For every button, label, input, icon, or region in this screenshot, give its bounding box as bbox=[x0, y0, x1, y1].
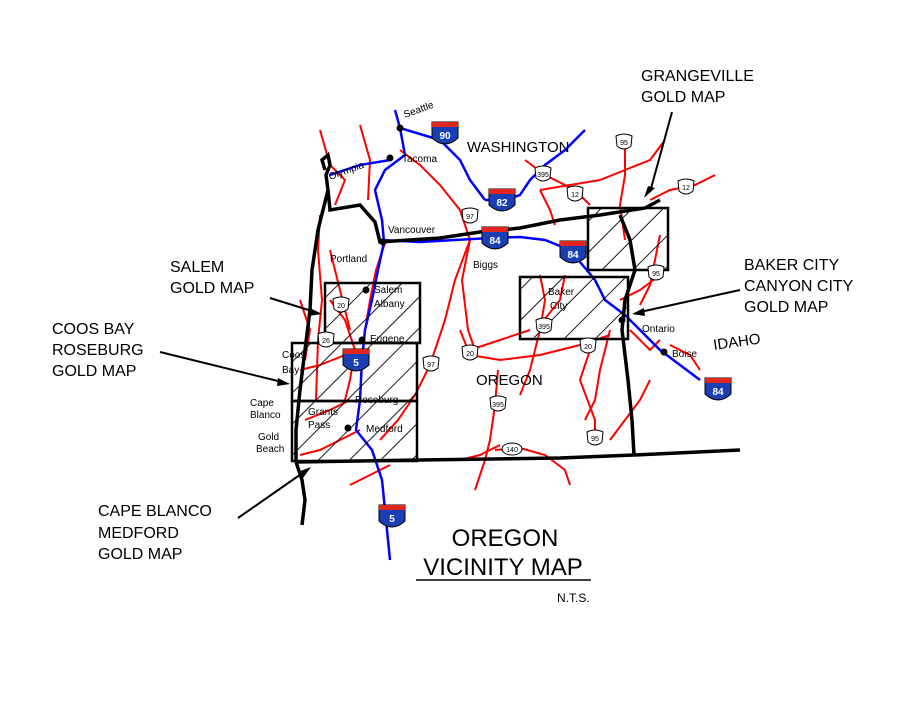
us-route-shield: 20 bbox=[461, 344, 479, 361]
city-portland: Portland bbox=[330, 254, 367, 265]
callout-salem-line1: SALEM bbox=[170, 259, 224, 276]
city-gold-beach-1: Gold bbox=[258, 432, 279, 443]
svg-text:395: 395 bbox=[537, 172, 549, 179]
salem-gold-map-region bbox=[323, 281, 422, 345]
city-grants-pass-2: Pass bbox=[308, 420, 330, 431]
svg-text:84: 84 bbox=[489, 236, 501, 247]
us-route-shields: 95 12 395 12 97 95 20 395 26 20 97 20 39… bbox=[317, 133, 695, 456]
interstate-shields: 90 82 84 84 84 5 5 bbox=[342, 121, 732, 528]
map-title-line2: VICINITY MAP bbox=[423, 554, 583, 581]
us-route-shield: 97 bbox=[422, 355, 440, 372]
svg-text:95: 95 bbox=[591, 436, 599, 443]
scale-note: N.T.S. bbox=[557, 591, 590, 605]
city-dots bbox=[344, 124, 668, 432]
svg-text:140: 140 bbox=[506, 447, 518, 454]
city-olympia: Olympia bbox=[327, 160, 366, 183]
svg-text:97: 97 bbox=[427, 362, 435, 369]
us-route-shield: 395 bbox=[489, 395, 507, 412]
svg-text:5: 5 bbox=[353, 358, 359, 369]
svg-text:20: 20 bbox=[466, 351, 474, 358]
grangeville-gold-map-region bbox=[586, 206, 670, 272]
city-grants-pass-1: Grants bbox=[308, 407, 338, 418]
callout-coos-bay-line1: COOS BAY bbox=[52, 321, 135, 338]
gold-map-regions bbox=[290, 206, 670, 463]
svg-text:395: 395 bbox=[492, 402, 504, 409]
us-route-shield: 20 bbox=[579, 337, 597, 354]
us-route-oval-140: 140 bbox=[501, 442, 523, 456]
us-route-shield: 395 bbox=[535, 317, 553, 334]
callout-baker-city-line2: CANYON CITY bbox=[744, 278, 854, 295]
city-vancouver: Vancouver bbox=[388, 225, 436, 236]
city-coos-bay-1: Coos bbox=[282, 350, 305, 361]
city-labels: Seattle Tacoma Olympia Vancouver Portlan… bbox=[250, 100, 697, 455]
callout-grangeville-line2: GOLD MAP bbox=[641, 89, 725, 106]
city-boise: Boise bbox=[672, 349, 697, 360]
svg-text:95: 95 bbox=[652, 271, 660, 278]
interstate-5-shield-south: 5 bbox=[378, 504, 406, 528]
city-salem: Salem bbox=[374, 285, 402, 296]
state-idaho: IDAHO bbox=[712, 331, 761, 354]
interstate-82-shield: 82 bbox=[488, 188, 516, 212]
city-medford: Medford bbox=[366, 424, 403, 435]
city-gold-beach-2: Beach bbox=[256, 444, 284, 455]
svg-text:90: 90 bbox=[439, 131, 451, 142]
callout-grangeville-line1: GRANGEVILLE bbox=[641, 68, 754, 85]
callout-cape-blanco-line1: CAPE BLANCO bbox=[98, 503, 212, 520]
svg-text:84: 84 bbox=[567, 250, 579, 261]
svg-text:84: 84 bbox=[712, 387, 724, 398]
svg-text:20: 20 bbox=[584, 344, 592, 351]
svg-text:20: 20 bbox=[337, 303, 345, 310]
city-coos-bay-2: Bay bbox=[282, 365, 299, 376]
callout-labels: GRANGEVILLE GOLD MAP SALEM GOLD MAP COOS… bbox=[52, 68, 854, 563]
svg-text:82: 82 bbox=[496, 198, 508, 209]
us-route-shield: 20 bbox=[332, 296, 350, 313]
us-route-shield: 12 bbox=[566, 185, 584, 202]
callout-cape-blanco-line3: GOLD MAP bbox=[98, 546, 182, 563]
city-baker-city-1: Baker bbox=[548, 287, 575, 298]
interstate-84-shield-east: 84 bbox=[559, 240, 587, 264]
city-cape-blanco-1: Cape bbox=[250, 398, 274, 409]
svg-text:12: 12 bbox=[571, 192, 579, 199]
us-route-shield: 26 bbox=[317, 331, 335, 348]
svg-text:26: 26 bbox=[322, 338, 330, 345]
svg-text:12: 12 bbox=[682, 185, 690, 192]
city-eugene: Eugene bbox=[370, 334, 405, 345]
callout-baker-city-line3: GOLD MAP bbox=[744, 299, 828, 316]
callout-baker-city-line1: BAKER CITY bbox=[744, 257, 839, 274]
callout-arrows bbox=[159, 111, 741, 519]
us-route-shield: 95 bbox=[647, 264, 665, 281]
title-block: OREGON VICINITY MAP N.T.S. bbox=[416, 525, 591, 605]
interstate-84-shield-biggs: 84 bbox=[481, 226, 509, 250]
callout-coos-bay-line3: GOLD MAP bbox=[52, 363, 136, 380]
svg-text:97: 97 bbox=[466, 214, 474, 221]
city-ontario: Ontario bbox=[642, 324, 675, 335]
state-washington: WASHINGTON bbox=[467, 139, 570, 156]
state-labels: WASHINGTON OREGON IDAHO bbox=[467, 139, 762, 389]
us-route-shield: 395 bbox=[534, 165, 552, 182]
city-roseburg: Roseburg bbox=[355, 395, 398, 406]
map-title-line1: OREGON bbox=[452, 525, 559, 552]
callout-salem-line2: GOLD MAP bbox=[170, 280, 254, 297]
us-route-shield: 95 bbox=[615, 133, 633, 150]
callout-cape-blanco-line2: MEDFORD bbox=[98, 525, 179, 542]
cape-blanco-gold-map-region bbox=[290, 399, 419, 463]
city-baker-city-2: City bbox=[550, 301, 567, 312]
city-biggs: Biggs bbox=[473, 260, 498, 271]
city-cape-blanco-2: Blanco bbox=[250, 410, 281, 421]
state-oregon: OREGON bbox=[476, 372, 543, 389]
svg-text:95: 95 bbox=[620, 140, 628, 147]
us-route-shield: 97 bbox=[461, 207, 479, 224]
interstate-5-shield-eugene: 5 bbox=[342, 348, 370, 372]
us-route-shield: 12 bbox=[677, 178, 695, 195]
callout-coos-bay-line2: ROSEBURG bbox=[52, 342, 144, 359]
city-seattle: Seattle bbox=[402, 100, 435, 121]
interstate-90-shield: 90 bbox=[431, 121, 459, 145]
city-albany: Albany bbox=[374, 299, 405, 310]
interstate-84-shield-idaho: 84 bbox=[704, 377, 732, 401]
svg-text:395: 395 bbox=[538, 324, 550, 331]
city-tacoma: Tacoma bbox=[402, 154, 437, 165]
us-route-shield: 95 bbox=[586, 429, 604, 446]
svg-text:5: 5 bbox=[389, 514, 395, 525]
